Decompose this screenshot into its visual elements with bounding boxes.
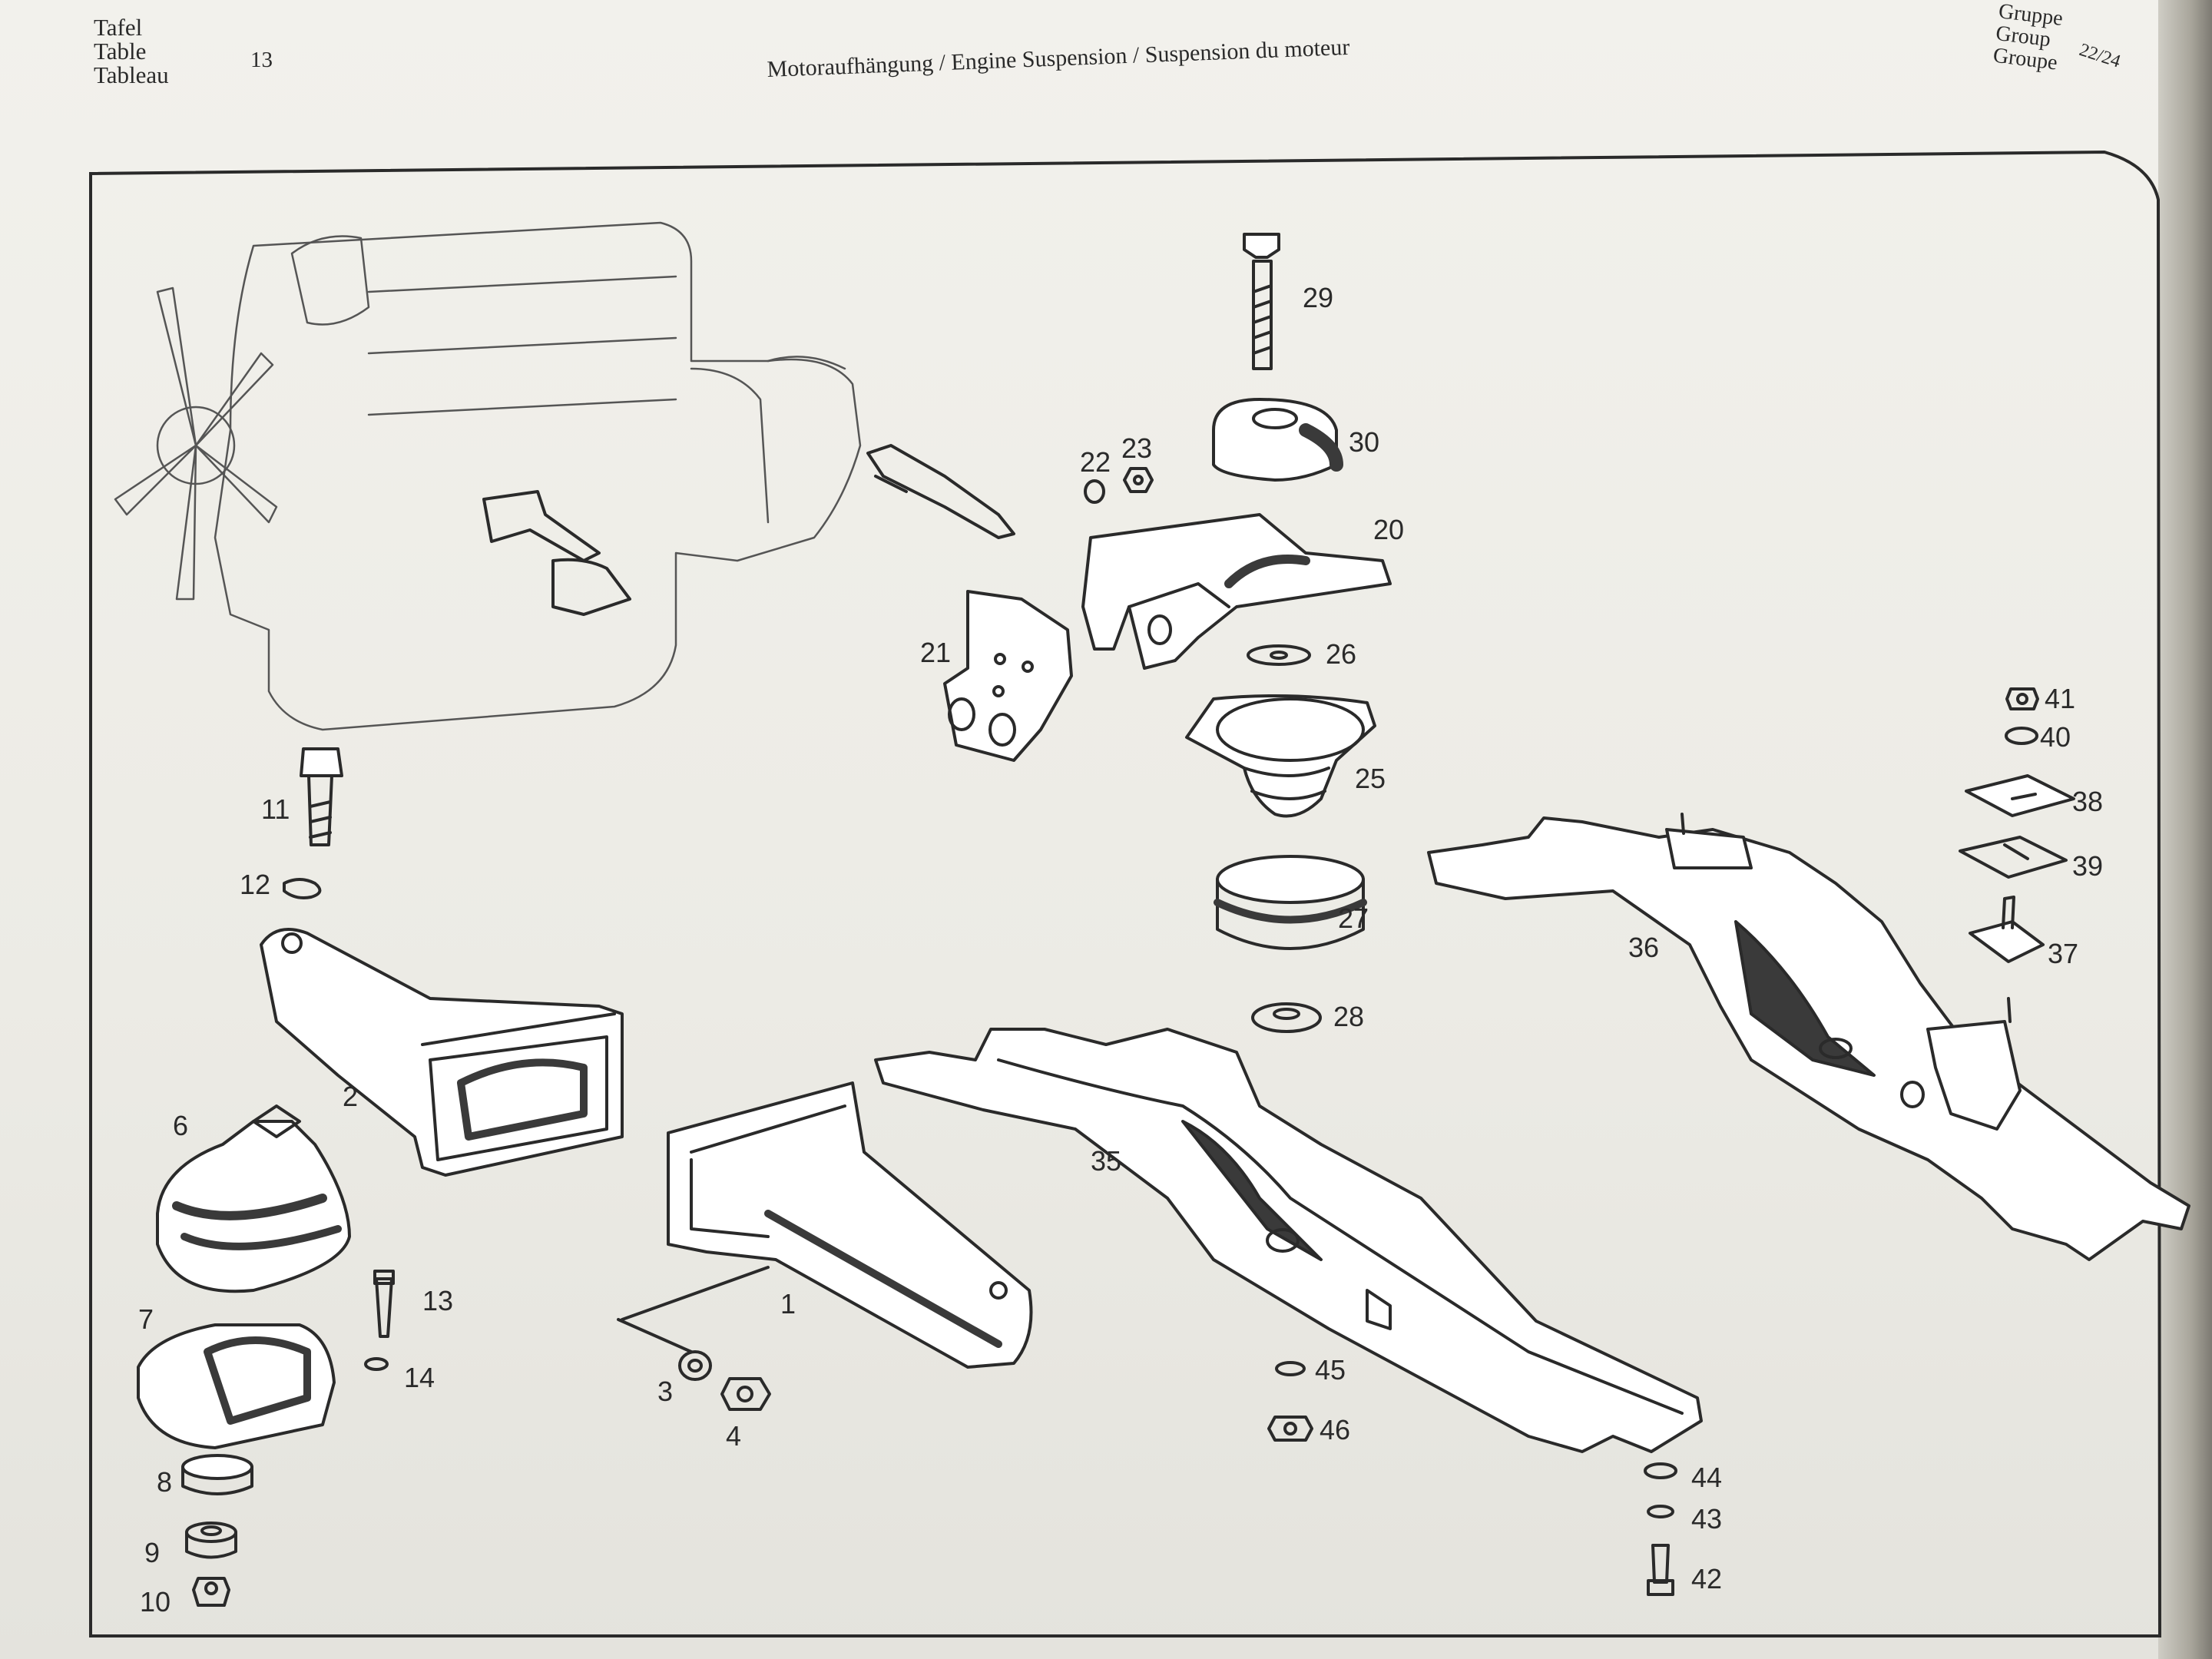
callout-22: 22 (1080, 446, 1111, 478)
callout-29: 29 (1303, 282, 1334, 313)
plate-label-de: Tafel (94, 14, 143, 41)
part-23-nut (1123, 467, 1154, 493)
part-45-lock-washer (1275, 1361, 1306, 1376)
part-20-bracket (1081, 513, 1392, 670)
part-14-washer (364, 1357, 389, 1371)
callout-28: 28 (1333, 1001, 1365, 1032)
callout-23: 23 (1121, 432, 1153, 464)
callout-35: 35 (1091, 1145, 1122, 1177)
engine-assembly-sketch (114, 221, 862, 731)
callout-44: 44 (1691, 1462, 1723, 1493)
callout-6: 6 (173, 1110, 189, 1141)
callout-30: 30 (1349, 426, 1380, 458)
callout-42: 42 (1691, 1563, 1723, 1594)
callout-40: 40 (2040, 721, 2071, 753)
callout-37: 37 (2048, 938, 2079, 969)
part-22-washer (1084, 479, 1105, 504)
part-13-screw (373, 1270, 395, 1338)
plate-label-en: Table (94, 38, 147, 65)
callout-27: 27 (1338, 902, 1369, 934)
callout-8: 8 (157, 1466, 173, 1498)
callout-1: 1 (780, 1288, 796, 1320)
part-43-lock-washer (1647, 1505, 1674, 1518)
callout-43: 43 (1691, 1503, 1723, 1535)
engine-front-mount-sketch (482, 490, 631, 616)
callout-13: 13 (422, 1285, 454, 1316)
part-21-plate (943, 590, 1073, 762)
callout-39: 39 (2072, 850, 2104, 882)
part-3-washer (678, 1350, 712, 1381)
part-25-mount-cup (1185, 694, 1376, 818)
part-38-plate (1965, 774, 2075, 817)
part-29-bolt (1243, 233, 1280, 370)
callout-38: 38 (2072, 786, 2104, 817)
part-36-crossmember (1427, 813, 2190, 1261)
part-44-washer (1644, 1462, 1677, 1479)
part-37-bracket (1969, 896, 2045, 963)
part-46-nut (1267, 1416, 1313, 1442)
part-26-washer (1247, 644, 1311, 666)
callout-26: 26 (1326, 638, 1357, 670)
callout-4: 4 (726, 1420, 742, 1452)
part-10-nut (192, 1577, 230, 1607)
part-35-crossmember (874, 1028, 1703, 1453)
callout-14: 14 (404, 1362, 435, 1393)
callout-2: 2 (343, 1081, 359, 1112)
part-40-washer (2005, 727, 2038, 745)
callout-45: 45 (1315, 1354, 1346, 1386)
part-39-shim (1959, 836, 2068, 879)
part-30-rubber-buffer (1212, 398, 1343, 482)
part-12-lock-washer (283, 878, 322, 899)
callout-41: 41 (2045, 683, 2076, 714)
part-1-bracket (617, 1081, 1033, 1369)
plate-labels: Tafel Table Tableau (94, 15, 169, 87)
part-7-base-plate (137, 1323, 336, 1449)
part-42-bolt (1647, 1544, 1674, 1596)
callout-12: 12 (240, 869, 271, 900)
page-edge (2158, 0, 2212, 1659)
part-2-bracket (260, 928, 624, 1177)
plate-label-fr: Tableau (94, 61, 169, 88)
callout-3: 3 (657, 1376, 674, 1407)
part-28-cup (1251, 1002, 1322, 1033)
part-11-bolt (300, 747, 343, 846)
callout-7: 7 (138, 1303, 154, 1335)
callout-46: 46 (1320, 1414, 1351, 1445)
part-9-bushing (185, 1522, 237, 1559)
part-6-rubber-mount (156, 1104, 351, 1293)
callout-36: 36 (1628, 932, 1660, 963)
part-4-nut (720, 1377, 771, 1411)
plate-number: 13 (250, 48, 273, 72)
callout-25: 25 (1355, 763, 1386, 794)
callout-21: 21 (920, 637, 952, 668)
engine-rear-mount-sketch (866, 444, 1015, 539)
part-27-sleeve (1214, 855, 1367, 950)
part-41-nut (2005, 687, 2039, 710)
callout-11: 11 (261, 793, 290, 825)
callout-20: 20 (1373, 514, 1405, 545)
callout-9: 9 (144, 1537, 161, 1568)
part-8-spacer (181, 1454, 253, 1495)
callout-10: 10 (140, 1586, 171, 1618)
